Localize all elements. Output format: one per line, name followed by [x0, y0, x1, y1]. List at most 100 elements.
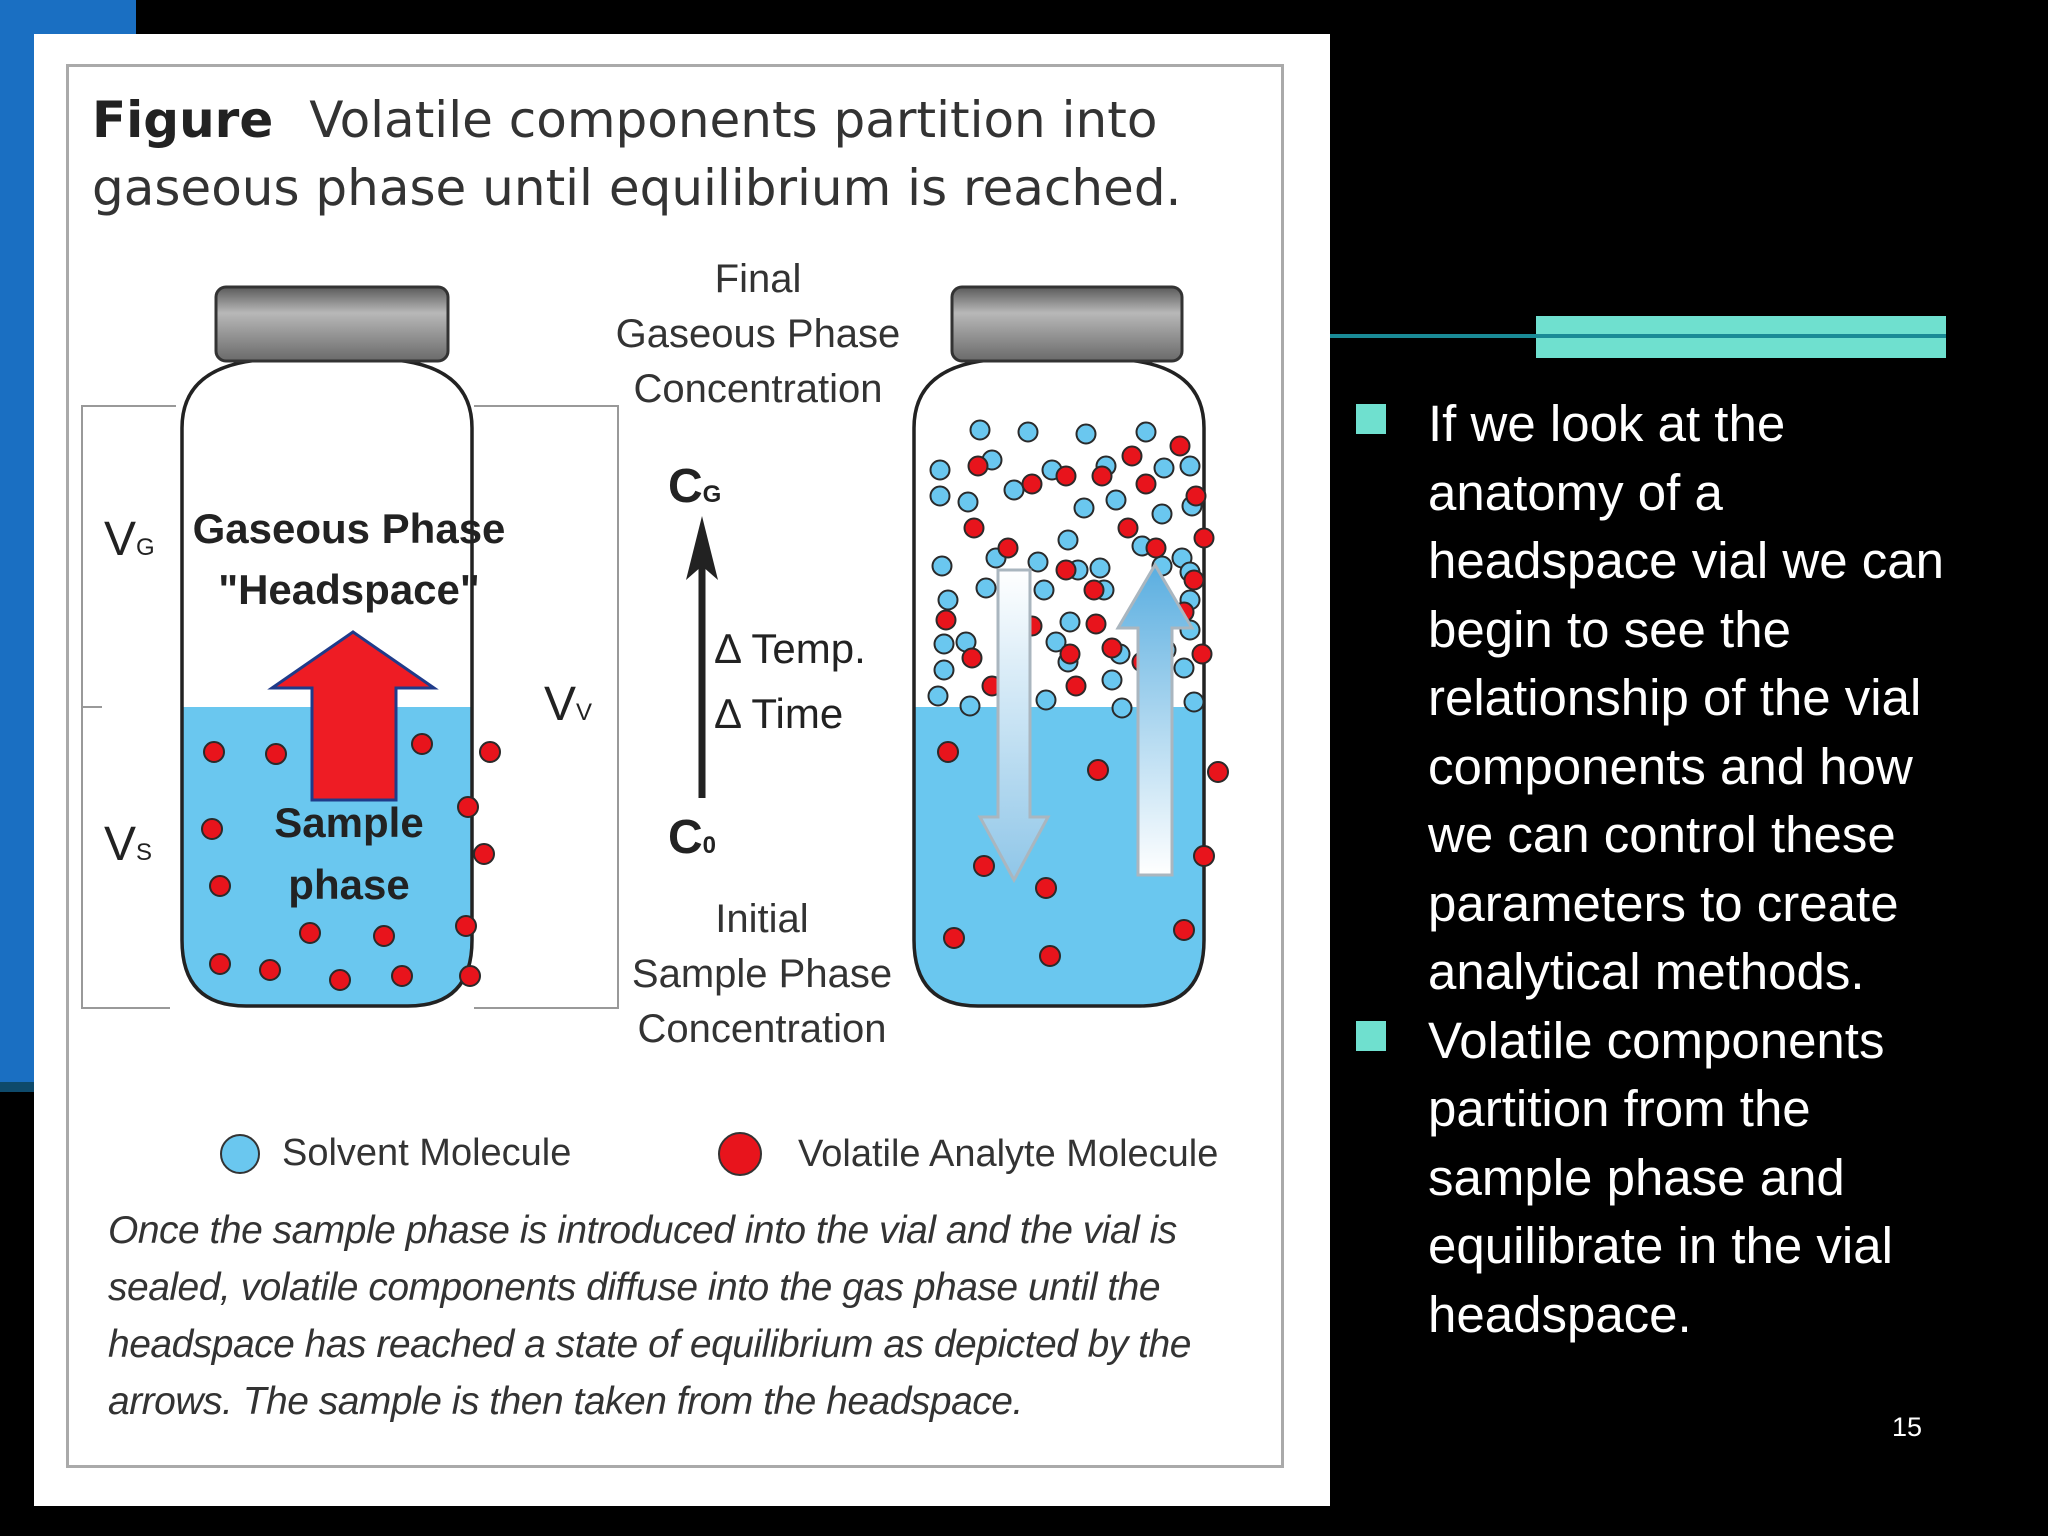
headspace-diagram: Gaseous Phase "Headspace" Sample phase V… [81, 257, 1229, 1051]
bullet-square-icon [1356, 1020, 1386, 1051]
solvent-molecule [957, 491, 979, 513]
bullet-square-icon [1356, 404, 1386, 434]
final-conc-label: Concentration [633, 367, 882, 411]
solvent-molecule [1153, 457, 1175, 479]
analyte-molecule [1117, 517, 1139, 539]
analyte-molecule [265, 743, 287, 765]
analyte-molecule [1083, 579, 1105, 601]
vs-label: VS [104, 818, 152, 871]
solvent-molecule [1183, 691, 1205, 713]
analyte-molecule [1035, 877, 1057, 899]
right-down-arrow [977, 568, 1051, 884]
analyte-molecule [1185, 485, 1207, 507]
analyte-molecule [1173, 919, 1195, 941]
right-vial [912, 285, 1229, 1008]
solvent-molecule [1057, 529, 1079, 551]
solvent-molecule [1033, 579, 1055, 601]
legend-analyte-label: Volatile Analyte Molecule [798, 1132, 1219, 1175]
analyte-molecule [1091, 465, 1113, 487]
solvent-molecule [1073, 497, 1095, 519]
analyte-molecule [329, 969, 351, 991]
concentration-arrow [686, 516, 718, 798]
solvent-molecule [937, 589, 959, 611]
bullet-text: If we look at the anatomy of a headspace… [1428, 395, 1945, 1000]
sample-label: Sample [274, 799, 423, 846]
analyte-molecule [299, 922, 321, 944]
solvent-molecule [959, 695, 981, 717]
analyte-molecule [1183, 569, 1205, 591]
initial-label: Initial [715, 897, 808, 941]
analyte-molecule [1207, 761, 1229, 783]
initial-conc-label: Concentration [637, 1007, 886, 1051]
right-up-arrow [1115, 562, 1195, 877]
analyte-molecule [937, 741, 959, 763]
analyte-molecule [943, 927, 965, 949]
solvent-dot-icon [220, 1133, 260, 1174]
bullet-item: If we look at the anatomy of a headspace… [1352, 390, 1972, 1007]
solvent-molecule [1045, 631, 1067, 653]
solvent-molecule [1179, 455, 1201, 477]
analyte-molecule [1065, 675, 1087, 697]
solvent-molecule [975, 577, 997, 599]
solvent-molecule [1089, 557, 1111, 579]
right-vial-cap [950, 285, 1184, 363]
solvent-molecule [931, 555, 953, 577]
figure-label: Figure [92, 91, 274, 149]
vg-label: VG [104, 513, 155, 566]
analyte-molecule [1121, 445, 1143, 467]
legend-solvent: Solvent Molecule [220, 1132, 571, 1175]
analyte-molecule [1039, 945, 1061, 967]
figure-frame [66, 64, 1284, 1468]
analyte-molecule [963, 517, 985, 539]
cg-label: CG [668, 460, 721, 513]
analyte-molecule [1169, 435, 1191, 457]
delta-time-label: Δ Time [714, 690, 843, 737]
solvent-molecule [1027, 551, 1049, 573]
analyte-molecule [1191, 643, 1213, 665]
headspace-label: "Headspace" [218, 566, 480, 613]
left-vial [180, 285, 501, 1008]
solvent-molecule [1035, 689, 1057, 711]
analyte-molecule [259, 959, 281, 981]
bullet-item: Volatile components partition from the s… [1352, 1007, 1972, 1350]
solvent-molecule [1059, 611, 1081, 633]
figure-title-text: Volatile components partition into gaseo… [92, 91, 1182, 217]
left-up-arrow [267, 630, 439, 802]
analyte-molecule [203, 741, 225, 763]
vv-label: VV [544, 678, 592, 731]
solvent-molecule [1003, 479, 1025, 501]
solvent-molecule [933, 633, 955, 655]
solvent-molecule [1173, 657, 1195, 679]
analyte-molecule [997, 537, 1019, 559]
analyte-dot-icon [718, 1132, 762, 1176]
analyte-molecule [973, 855, 995, 877]
analyte-molecule [455, 915, 477, 937]
gas-phase-label: Gaseous Phase [193, 505, 506, 552]
analyte-molecule [1145, 537, 1167, 559]
analyte-molecule [1055, 465, 1077, 487]
c0-label: C0 [668, 811, 716, 864]
analyte-molecule [1021, 473, 1043, 495]
solvent-molecule [929, 485, 951, 507]
analyte-molecule [961, 647, 983, 669]
volume-brackets [81, 405, 619, 1009]
analyte-molecule [459, 965, 481, 987]
page-number: 15 [1892, 1412, 1923, 1442]
left-vial-cap [214, 285, 450, 363]
decorative-bar [1536, 316, 1946, 358]
analyte-molecule [1101, 637, 1123, 659]
solvent-molecule [1017, 421, 1039, 443]
solvent-molecule [927, 685, 949, 707]
phase-label: phase [288, 861, 409, 908]
analyte-molecule [457, 796, 479, 818]
analyte-molecule [411, 733, 433, 755]
analyte-molecule [209, 953, 231, 975]
analyte-molecule [1193, 527, 1215, 549]
analyte-molecule [391, 965, 413, 987]
legend-analyte: Volatile Analyte Molecule [718, 1132, 1218, 1176]
analyte-molecule [967, 455, 989, 477]
final-label: Final [715, 257, 802, 301]
analyte-molecule [935, 609, 957, 631]
solvent-molecule [1075, 423, 1097, 445]
